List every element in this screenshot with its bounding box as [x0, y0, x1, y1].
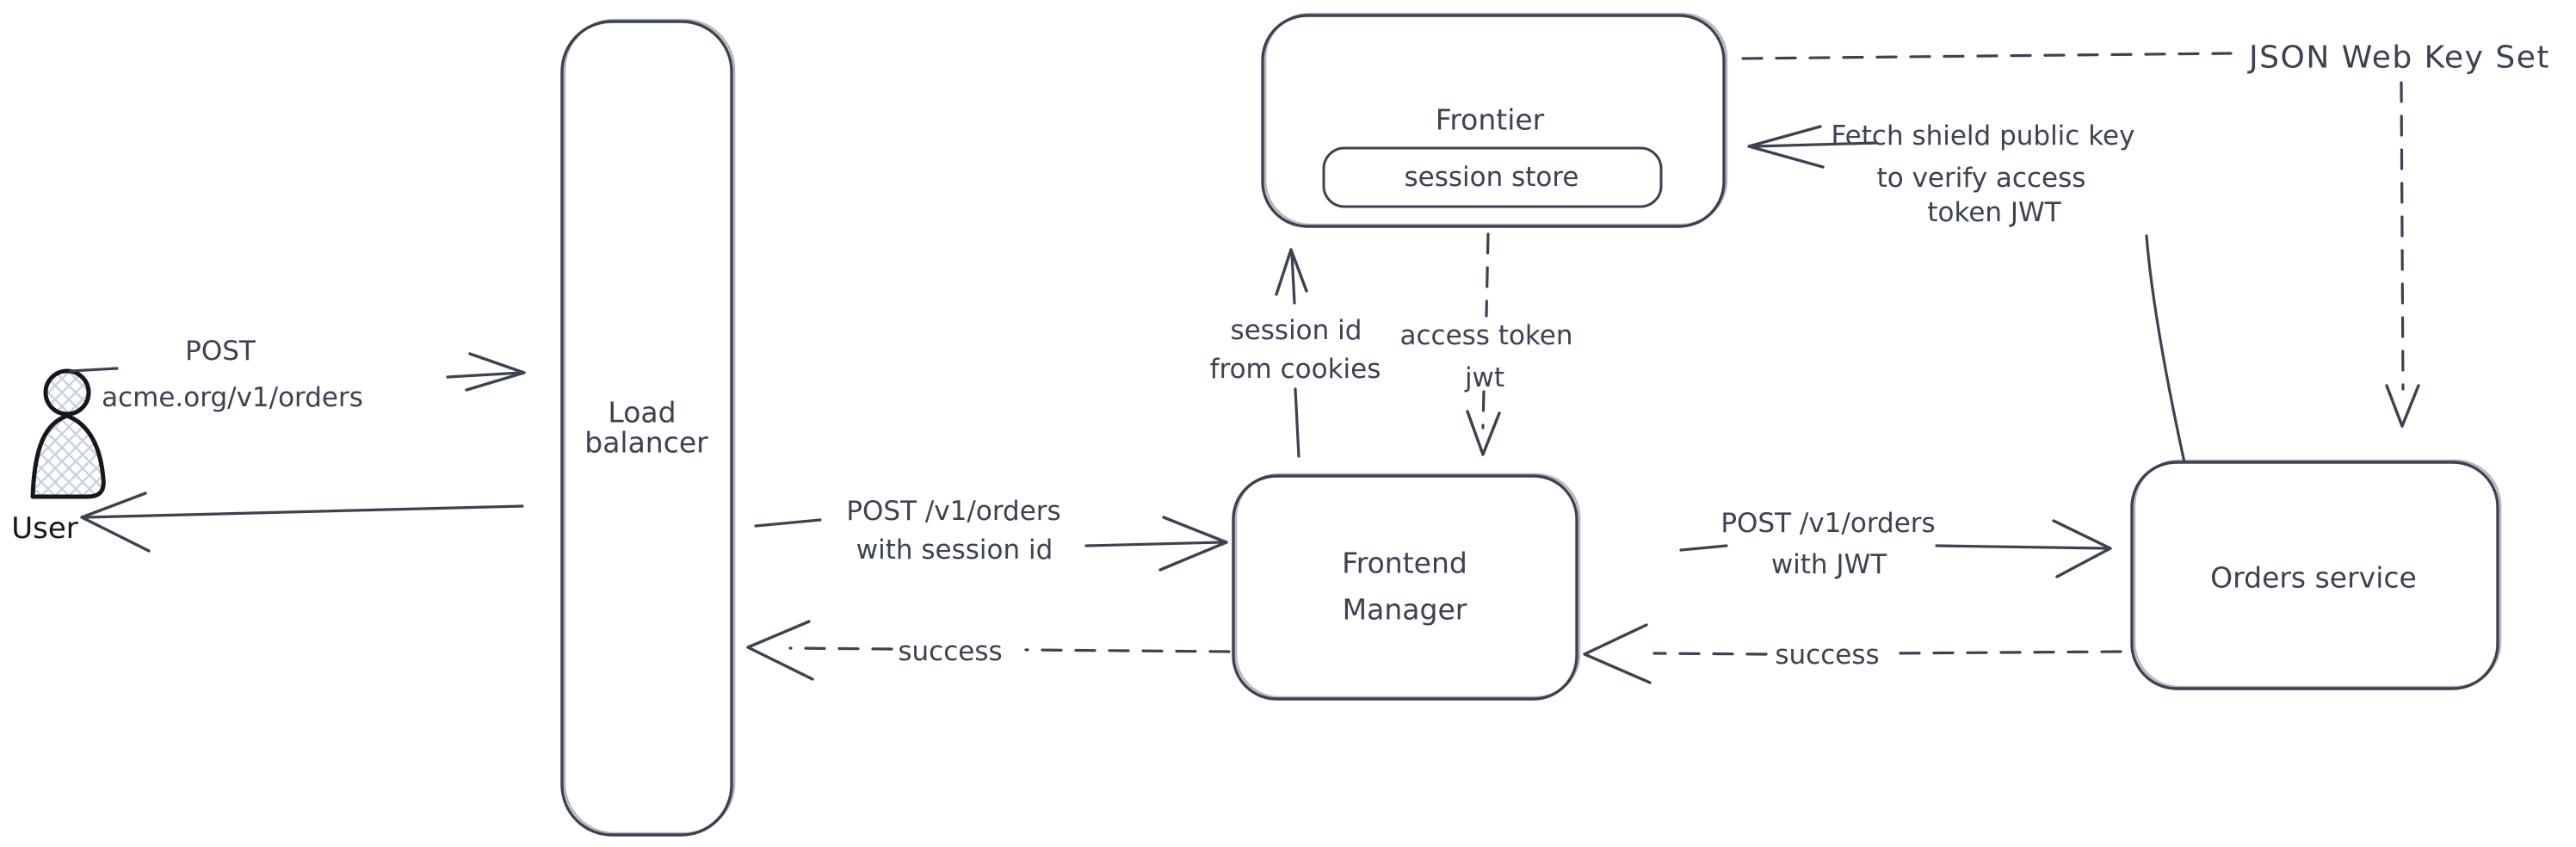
arrow-line [1754, 141, 1878, 148]
edge-label-line2: jwt [1464, 362, 1504, 393]
edge-label-line1: access token [1399, 320, 1572, 351]
load-balancer-box-sketch [563, 18, 736, 835]
edge-label-success: success [1775, 640, 1879, 671]
user-icon-head [43, 368, 91, 417]
edge-label-line2: with session id [856, 535, 1053, 566]
load-balancer-label-line2: balancer [584, 426, 708, 460]
arrow-dashed-line [788, 646, 1231, 653]
orders-service-box [2130, 461, 2499, 690]
session-store-node: session store [1322, 146, 1663, 208]
frontier-node: Frontier session store [1261, 12, 1728, 228]
arrow-stub [69, 367, 119, 373]
edge-label-line2: acme.org/v1/orders [102, 382, 363, 413]
frontend-manager-box-sketch [1234, 473, 1581, 699]
load-balancer-box [560, 20, 733, 837]
frontier-box-sketch [1263, 12, 1728, 226]
jwks-dashed-line-vertical [2400, 81, 2405, 391]
edge-label-line2: from cookies [1210, 354, 1381, 385]
frontier-label: Frontier [1436, 103, 1545, 137]
arrow-user-to-load-balancer: POST acme.org/v1/orders [69, 336, 526, 413]
arrow-frontend-manager-to-frontier: session id from cookies [1210, 248, 1381, 458]
arrow-frontend-manager-to-orders-service: POST /v1/orders with JWT [1679, 508, 2112, 580]
arrow-stub [1679, 544, 1728, 552]
arrowhead-left-icon [746, 620, 814, 681]
jwks-connector: JSON Web Key Set [1741, 40, 2550, 428]
jwks-dashed-line-horizontal [1741, 52, 2233, 60]
arrow-stub [754, 518, 822, 528]
user-label: User [11, 511, 78, 546]
frontend-manager-node: Frontend Manager [1232, 473, 1581, 701]
arrow-frontier-to-frontend-manager: access token jwt [1399, 232, 1573, 456]
arrow-load-balancer-to-frontend-manager: POST /v1/orders with session id [754, 496, 1228, 572]
arrow-line [83, 504, 524, 519]
load-balancer-node: Load balancer [560, 18, 736, 837]
arrowhead-right-icon [1158, 516, 1228, 572]
edge-label-success: success [898, 636, 1002, 667]
arrow-orders-service-to-frontend-manager-success: success [1583, 623, 2122, 684]
edge-label-line1: Fetch shield public key [1832, 121, 2135, 151]
arrowhead-left-icon [80, 492, 151, 553]
frontend-manager-box [1232, 474, 1578, 701]
jwks-label: JSON Web Key Set [2247, 40, 2550, 76]
edge-label-line1: session id [1231, 315, 1362, 346]
load-balancer-label-line1: Load [608, 396, 676, 430]
arrow-line [1935, 544, 2109, 550]
arrow-dashed-line [1481, 232, 1490, 430]
arrowhead-down-icon [2385, 384, 2420, 428]
edge-label-line2: with JWT [1771, 549, 1887, 580]
arrow-line [446, 371, 523, 379]
session-store-label: session store [1404, 162, 1578, 193]
user-node: User [11, 368, 106, 546]
arrowhead-up-icon [1275, 248, 1308, 296]
frontier-box [1261, 14, 1726, 228]
user-icon-body [30, 413, 106, 499]
arrowhead-down-icon [1466, 410, 1501, 456]
edge-label-line1: POST /v1/orders [1720, 508, 1935, 539]
arrowhead-left-icon [1747, 125, 1825, 169]
frontend-manager-label-line2: Manager [1343, 593, 1467, 627]
arrow-dashed-line [1652, 650, 2122, 656]
arrowhead-left-icon [1583, 623, 1652, 684]
orders-service-box-sketch [2133, 459, 2502, 689]
arrowhead-right-icon [2052, 519, 2112, 578]
session-store-box [1322, 146, 1663, 208]
frontend-manager-label-line1: Frontend [1342, 547, 1467, 580]
edge-label-line1: POST [185, 336, 256, 367]
orders-service-node: Orders service [2130, 459, 2502, 690]
edge-label-line1: POST /v1/orders [846, 496, 1060, 527]
arrowhead-right-icon [465, 352, 526, 392]
arrow-load-balancer-to-user [80, 492, 524, 553]
arrow-line [1290, 252, 1300, 458]
arrow-frontend-manager-to-load-balancer-success: success [746, 620, 1231, 681]
edge-label-line2: to verify access [1877, 163, 2086, 194]
arrow-curve [2145, 234, 2186, 464]
arrow-line [1084, 541, 1224, 547]
orders-service-label: Orders service [2210, 561, 2417, 595]
arrow-orders-service-to-frontier: Fetch shield public key to verify access… [1747, 121, 2186, 464]
edge-label-line3: token JWT [1927, 197, 2061, 228]
